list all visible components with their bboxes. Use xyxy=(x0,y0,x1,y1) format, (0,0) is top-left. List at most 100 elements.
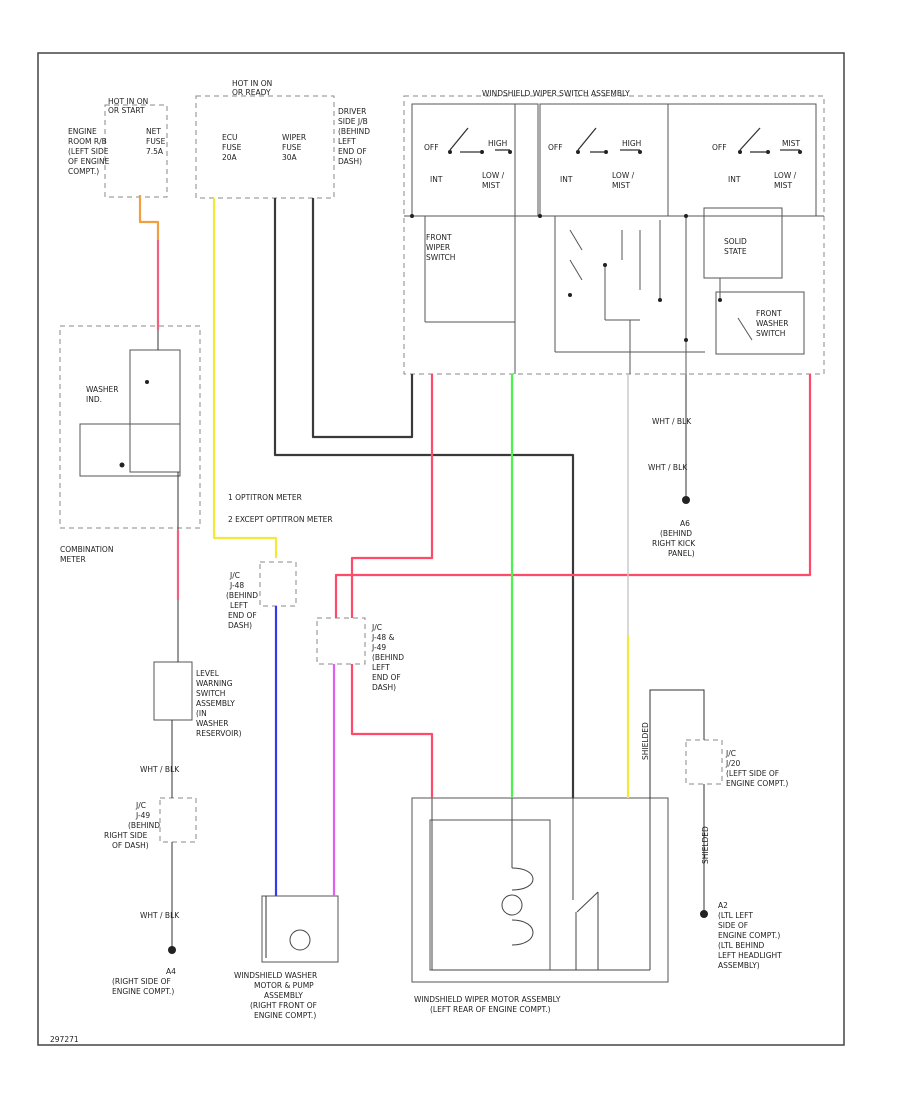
wiper-motor-inner xyxy=(429,819,551,971)
jc-right-dash-box xyxy=(159,797,197,843)
label-driver-jb-6: DASH) xyxy=(338,157,362,166)
label-engine-room-5: COMPT.) xyxy=(68,167,99,176)
label-shielded-2: SHIELDED xyxy=(701,826,710,864)
label-level-3: SWITCH xyxy=(196,689,225,698)
label-a2-5: (LTL BEHIND xyxy=(718,941,765,950)
label-washer-sw-3: SWITCH xyxy=(756,329,785,338)
label-level-6: WASHER xyxy=(196,719,229,728)
washer-ind-inner xyxy=(79,423,181,477)
legend-optitron: 1 OPTITRON METER xyxy=(228,493,302,502)
label-jc-engine-2: J/20 xyxy=(725,759,741,768)
label-sw-low-1b: MIST xyxy=(482,181,500,190)
label-sw-off-3: OFF xyxy=(712,143,727,152)
label-level-2: WARNING xyxy=(196,679,233,688)
label-jc4849-4: (BEHIND xyxy=(372,653,404,662)
switch-section-2 xyxy=(539,103,669,217)
label-jc-left-3: (BEHIND xyxy=(226,591,258,600)
label-front-wiper-2: WIPER xyxy=(426,243,450,252)
label-washer-ind-1: WASHER xyxy=(86,385,119,394)
label-net-fuse-1: NET xyxy=(146,127,161,136)
label-a6-1: A6 xyxy=(680,519,690,528)
label-sw-off-2: OFF xyxy=(548,143,563,152)
label-a2-1: A2 xyxy=(718,901,728,910)
label-wiper-fuse-2: FUSE xyxy=(282,143,302,152)
label-combination-meter-2: METER xyxy=(60,555,86,564)
wiper-switch-assembly-box xyxy=(403,95,825,375)
switch-contact-dots xyxy=(119,150,802,468)
label-wht-blk-a4-2: WHT / BLK xyxy=(140,911,180,920)
wire-yellow-ecu xyxy=(212,198,278,558)
solid-state-box xyxy=(703,207,783,279)
switch-section-3 xyxy=(667,103,817,217)
label-driver-jb-3: (BEHIND xyxy=(338,127,370,136)
label-jc-engine-4: ENGINE COMPT.) xyxy=(726,779,788,788)
jc-engine-box xyxy=(685,739,723,785)
label-wiper-fuse-3: 30A xyxy=(282,153,298,162)
label-jc4849-3: J-49 xyxy=(371,643,386,652)
label-a2-4: ENGINE COMPT.) xyxy=(718,931,780,940)
wire-orange xyxy=(138,195,160,240)
label-sw-low-2b: MIST xyxy=(612,181,630,190)
label-hot-on-start-2: OR START xyxy=(108,106,145,115)
label-driver-jb-1: DRIVER xyxy=(338,107,366,116)
wire-red-2 xyxy=(334,374,812,618)
label-wht-blk-a6-2: WHT / BLK xyxy=(648,463,688,472)
label-a2-7: ASSEMBLY) xyxy=(718,961,760,970)
label-sw-low-2a: LOW / xyxy=(612,171,635,180)
label-a4-2: (RIGHT SIDE OF xyxy=(112,977,171,986)
label-washer-motor-3: ASSEMBLY xyxy=(264,991,303,1000)
label-sw-int-3: INT xyxy=(728,175,741,184)
label-washer-motor-4: (RIGHT FRONT OF xyxy=(250,1001,317,1010)
label-switch-assembly: WINDSHIELD WIPER SWITCH ASSEMBLY xyxy=(482,89,630,98)
washer-motor-symbol xyxy=(289,929,311,951)
label-combination-meter-1: COMBINATION xyxy=(60,545,113,554)
label-jc-right-3: (BEHIND xyxy=(128,821,160,830)
switch-section-1 xyxy=(411,103,539,217)
label-jc4849-5: LEFT xyxy=(372,663,390,672)
diagram-frame xyxy=(37,52,845,1046)
label-jc-engine-3: (LEFT SIDE OF xyxy=(726,769,779,778)
label-sw-high-1: HIGH xyxy=(488,139,507,148)
label-a4-1: A4 xyxy=(166,967,176,976)
text-labels: HOT IN ON OR START ENGINE ROOM R/B (LEFT… xyxy=(50,79,800,1044)
label-sw-high-2: HIGH xyxy=(622,139,641,148)
wire-black-2 xyxy=(311,198,414,439)
label-washer-sw-2: WASHER xyxy=(756,319,789,328)
label-sw-low-3a: LOW / xyxy=(774,171,797,180)
label-sw-int-1: INT xyxy=(430,175,443,184)
label-jc-right-2: J-49 xyxy=(135,811,150,820)
label-driver-jb-2: SIDE J/B xyxy=(338,117,368,126)
label-front-wiper-1: FRONT xyxy=(426,233,452,242)
label-driver-jb-5: END OF xyxy=(338,147,367,156)
label-sw-low-3b: MIST xyxy=(774,181,792,190)
label-ecu-fuse-2: FUSE xyxy=(222,143,242,152)
label-level-5: (IN xyxy=(196,709,207,718)
jc-left-dash-box xyxy=(259,561,297,607)
label-jc-left-4: LEFT xyxy=(230,601,248,610)
label-a4-3: ENGINE COMPT.) xyxy=(112,987,174,996)
jc-48-49-box xyxy=(316,617,366,665)
label-sw-mist-3: MIST xyxy=(782,139,800,148)
label-driver-jb-4: LEFT xyxy=(338,137,356,146)
thin-wires xyxy=(157,330,705,958)
label-hot-on-start-1: HOT IN ON xyxy=(108,97,148,106)
label-jc-right-1: J/C xyxy=(135,801,146,810)
label-wiper-motor-2: (LEFT REAR OF ENGINE COMPT.) xyxy=(430,1005,551,1014)
label-ecu-fuse-3: 20A xyxy=(222,153,238,162)
switch-contacts xyxy=(449,127,800,153)
legend-except-optitron: 2 EXCEPT OPTITRON METER xyxy=(228,515,333,524)
label-jc-left-1: J/C xyxy=(229,571,240,580)
label-washer-ind-2: IND. xyxy=(86,395,102,404)
label-jc-right-5: OF DASH) xyxy=(112,841,149,850)
label-wiper-motor-1: WINDSHIELD WIPER MOTOR ASSEMBLY xyxy=(414,995,561,1004)
wiper-motor-box xyxy=(411,797,669,983)
label-level-4: ASSEMBLY xyxy=(196,699,235,708)
label-sw-off-1: OFF xyxy=(424,143,439,152)
label-a2-6: LEFT HEADLIGHT xyxy=(718,951,782,960)
label-solid-state-2: STATE xyxy=(724,247,747,256)
label-shielded-1: SHIELDED xyxy=(641,722,650,760)
engine-room-rb-box xyxy=(104,104,168,198)
wire-red-1 xyxy=(350,374,434,618)
label-engine-room-4: OF ENGINE xyxy=(68,157,110,166)
figure-id: 297271 xyxy=(50,1035,79,1044)
